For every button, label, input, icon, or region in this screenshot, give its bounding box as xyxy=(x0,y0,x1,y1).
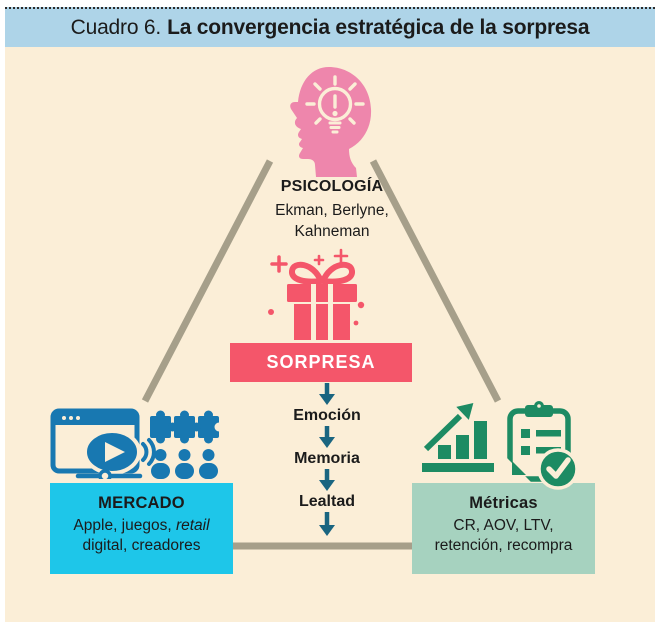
market-box: MERCADO Apple, juegos, retail digital, c… xyxy=(50,483,233,574)
market-desc-pre: Apple, juegos, xyxy=(73,517,176,534)
psychology-authors: Ekman, Berlyne, Kahneman xyxy=(227,200,437,242)
audience-icon xyxy=(151,449,218,479)
metrics-box: Métricas CR, AOV, LTV, retención, recomp… xyxy=(412,483,595,574)
diagram-canvas: PSICOLOGÍA Ekman, Berlyne, Kahneman xyxy=(5,47,655,622)
checklist-clipboard-icon xyxy=(506,401,571,483)
market-desc-italic: retail xyxy=(175,517,210,534)
surprise-chain: Emoción Memoria Lealtad xyxy=(252,383,402,536)
psychology-authors-line2: Kahneman xyxy=(294,223,370,240)
head-lightbulb-icon xyxy=(290,67,372,177)
metrics-label: Métricas xyxy=(469,494,538,512)
psychology-label: PSICOLOGÍA xyxy=(280,178,384,195)
check-circle-icon xyxy=(537,448,579,490)
metrics-description: CR, AOV, LTV, retención, recompra xyxy=(412,516,595,556)
metrics-icons xyxy=(422,401,579,490)
figure-number: Cuadro 6. xyxy=(70,16,162,39)
market-desc-line2: digital, creadores xyxy=(82,537,201,554)
video-player-icon xyxy=(50,408,156,479)
surprise-banner: SORPRESA xyxy=(230,343,412,382)
surprise-label: SORPRESA xyxy=(266,352,376,372)
figure-title-bar: Cuadro 6. La convergencia estratégica de… xyxy=(5,7,655,49)
arrow-down-icon xyxy=(319,383,335,405)
arrow-down-icon xyxy=(319,469,335,491)
arrow-down-icon xyxy=(319,512,335,536)
growth-bar-chart-icon xyxy=(422,402,494,472)
arrow-down-icon xyxy=(319,426,335,448)
chain-step-emotion: Emoción xyxy=(293,407,361,424)
figure-title: La convergencia estratégica de la sorpre… xyxy=(167,16,590,39)
market-icons xyxy=(50,408,222,479)
chain-step-memory: Memoria xyxy=(294,450,360,467)
market-description: Apple, juegos, retail digital, creadores xyxy=(50,516,233,556)
puzzle-pieces-icon xyxy=(150,410,222,444)
metrics-desc-line1: CR, AOV, LTV, xyxy=(453,517,554,534)
gift-icon xyxy=(268,248,365,340)
psychology-authors-line1: Ekman, Berlyne, xyxy=(275,202,389,219)
market-label: MERCADO xyxy=(98,494,185,512)
chain-step-loyalty: Lealtad xyxy=(298,493,355,510)
metrics-desc-line2: retención, recompra xyxy=(434,537,573,554)
